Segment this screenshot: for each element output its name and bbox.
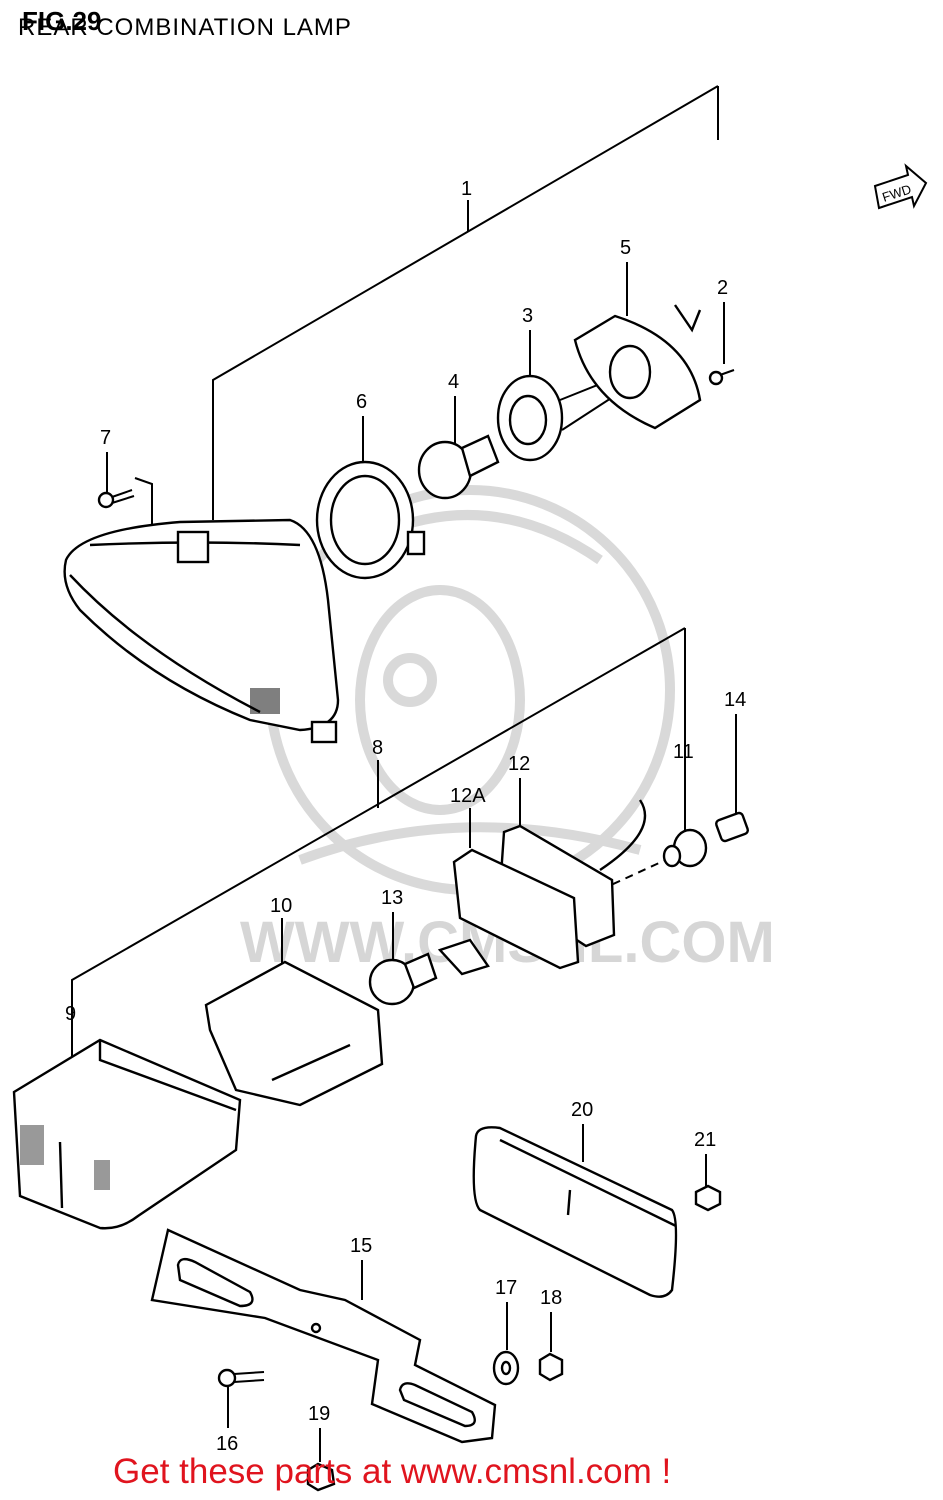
tail-lamp-housing xyxy=(63,518,340,744)
license-bracket xyxy=(150,1228,497,1444)
footer-link[interactable]: Get these parts at www.cmsnl.com ! xyxy=(113,1452,672,1491)
screw-icon xyxy=(708,369,735,386)
label-5: 5 xyxy=(620,237,631,259)
nut-icon xyxy=(538,1352,564,1382)
label-1: 1 xyxy=(461,178,472,200)
label-7: 7 xyxy=(100,427,111,449)
bulb-icon xyxy=(368,938,490,1006)
label-19: 19 xyxy=(308,1403,330,1425)
label-9: 9 xyxy=(65,1003,76,1025)
label-12a: 12A xyxy=(450,785,486,807)
bulb-socket xyxy=(496,367,643,462)
nut-icon xyxy=(306,1462,336,1492)
label-21: 21 xyxy=(694,1129,716,1151)
label-17: 17 xyxy=(495,1277,517,1299)
grommet xyxy=(662,828,708,868)
label-11: 11 xyxy=(673,741,694,763)
label-18: 18 xyxy=(540,1287,562,1309)
label-8: 8 xyxy=(372,737,383,759)
label-10: 10 xyxy=(270,895,292,917)
label-15: 15 xyxy=(350,1235,372,1257)
retaining-ring xyxy=(315,460,426,580)
license-lamp-housing xyxy=(12,1038,242,1230)
bolt-icon xyxy=(217,1368,265,1388)
page-title: REAR COMBINATION LAMP xyxy=(18,14,352,41)
nut-icon xyxy=(715,811,749,843)
reflector xyxy=(472,1126,678,1298)
fwd-arrow-icon: FWD xyxy=(873,163,928,210)
label-4: 4 xyxy=(448,371,459,393)
bulb-icon xyxy=(417,434,500,500)
nut-icon xyxy=(694,1184,722,1212)
label-3: 3 xyxy=(522,305,533,327)
label-2: 2 xyxy=(717,277,728,299)
label-20: 20 xyxy=(571,1099,593,1121)
label-16: 16 xyxy=(216,1433,238,1455)
figure-number: FIG.29 xyxy=(22,6,102,36)
washer-icon xyxy=(492,1350,520,1386)
label-13: 13 xyxy=(381,887,403,909)
screw-icon xyxy=(97,489,135,509)
license-lamp-socket xyxy=(452,799,647,970)
callout-labels: 1 2 3 4 5 6 7 8 9 10 11 12 12A 13 14 15 … xyxy=(65,178,746,1455)
label-6: 6 xyxy=(356,391,367,413)
mounting-plate xyxy=(573,304,702,430)
label-12: 12 xyxy=(508,753,530,775)
license-lamp-lens xyxy=(204,960,384,1107)
label-14: 14 xyxy=(724,689,746,711)
